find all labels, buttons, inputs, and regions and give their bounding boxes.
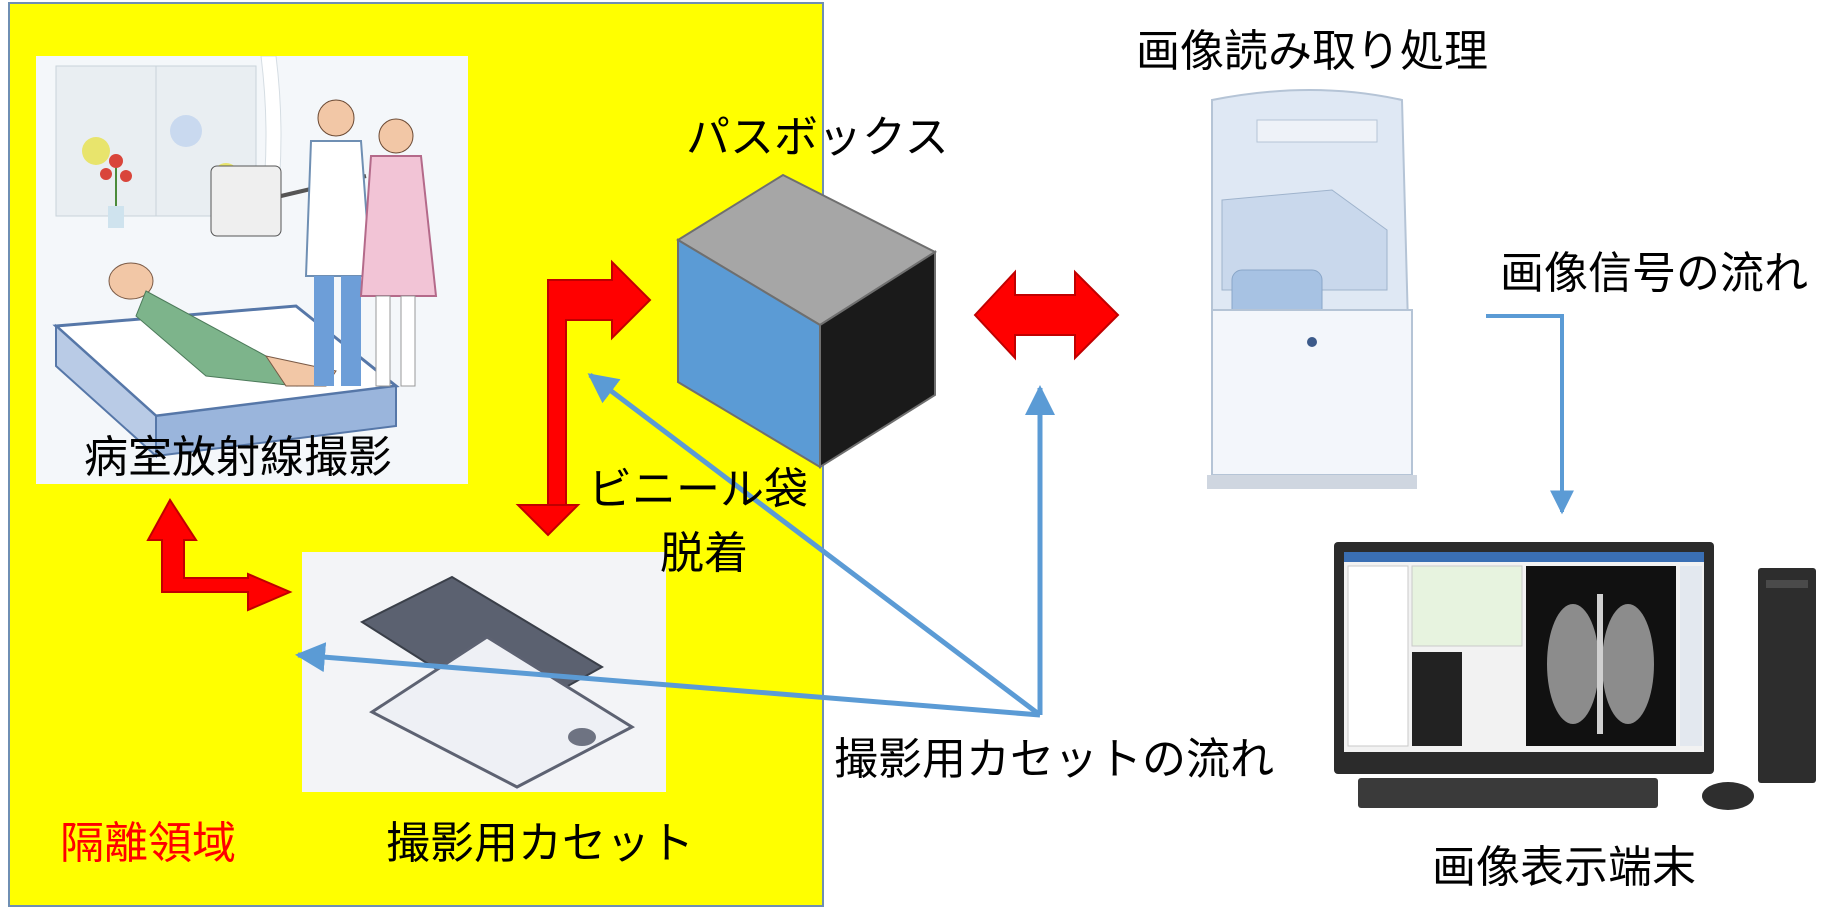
exchange-arrow-passbox-reader: [973, 269, 1120, 361]
image-signal-flow-label: 画像信号の流れ: [1500, 248, 1808, 299]
isolation-area-label: 隔離領域: [60, 818, 236, 869]
cr-reader-machine-icon: [1152, 80, 1458, 504]
pass-box-label: パスボックス: [686, 112, 949, 163]
ward-radiography-image: [36, 56, 468, 484]
hospital-bed-illustration-icon: [36, 56, 468, 484]
cassette-label: 撮影用カセット: [386, 818, 694, 869]
cube-side-face: [819, 250, 936, 469]
image-display-terminal-label: 画像表示端末: [1432, 842, 1696, 893]
image-display-terminal-image: [1328, 534, 1828, 826]
monitor-workstation-icon: [1328, 534, 1828, 826]
image-reader-machine-image: [1152, 80, 1458, 504]
cassette-image: [302, 552, 666, 792]
vinyl-bag-label-line1: ビニール袋: [588, 464, 808, 515]
image-signal-flow-arrow: [1486, 314, 1574, 515]
vinyl-bag-label-line2: 脱着: [660, 528, 748, 579]
cassette-flow-label: 撮影用カセットの流れ: [834, 734, 1274, 785]
ward-radiography-label: 病室放射線撮影: [84, 432, 392, 483]
image-reading-label: 画像読み取り処理: [1136, 26, 1488, 77]
xray-cassette-icon: [302, 552, 666, 792]
